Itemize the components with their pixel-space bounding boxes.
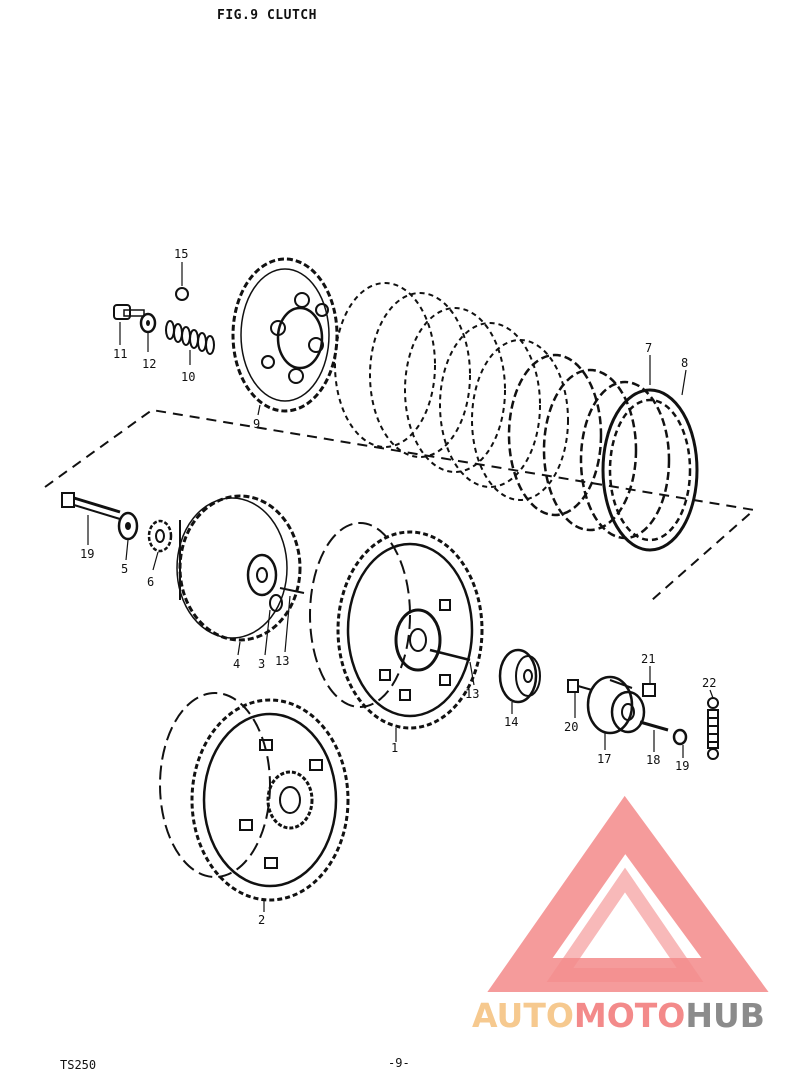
label-2: 2 — [258, 913, 265, 927]
part-10-spring — [165, 320, 215, 355]
label-3: 3 — [258, 657, 265, 671]
part-20-screw — [567, 679, 593, 693]
label-16: 15 — [174, 247, 188, 261]
label-1: 1 — [391, 741, 398, 755]
dashed-enclosure — [44, 408, 757, 601]
part-6-lock-washer — [147, 519, 173, 553]
label-10: 10 — [181, 370, 195, 384]
watermark-hub: HUB — [685, 996, 765, 1035]
label-11: 11 — [113, 347, 127, 361]
label-20: 20 — [564, 720, 578, 734]
part-14-bearing — [498, 648, 541, 704]
label-4: 4 — [233, 657, 240, 671]
label-13b: 13 — [465, 687, 479, 701]
label-17: 17 — [597, 752, 611, 766]
figure-title: FIG.9 CLUTCH — [217, 8, 317, 23]
part-9-pressure-plate — [231, 257, 339, 413]
part-1-housing — [309, 522, 484, 730]
part-22-spring — [707, 697, 719, 760]
label-14: 14 — [504, 715, 518, 729]
part-8-steel-plate — [601, 388, 699, 552]
watermark-logo-icon — [487, 795, 769, 992]
part-18-screw — [639, 720, 669, 732]
part-19-cap — [672, 728, 688, 746]
part-labels: 15 11 12 10 9 7 8 19 5 6 4 3 13 13 1 14 … — [80, 247, 716, 927]
label-21: 21 — [641, 652, 655, 666]
label-5: 5 — [121, 562, 128, 576]
label-19: 19 — [675, 759, 689, 773]
part-4-sleeve-hub — [176, 494, 302, 642]
label-13a: 13 — [275, 654, 289, 668]
label-15: 19 — [80, 547, 94, 561]
leader-lines — [87, 262, 714, 912]
part-16-cotter — [175, 287, 189, 301]
part-21-nut — [642, 683, 656, 697]
label-22: 22 — [702, 676, 716, 690]
part-11-bolt — [113, 304, 145, 320]
watermark-text: AUTOMOTOHUB — [472, 996, 765, 1035]
watermark-moto: MOTO — [573, 996, 686, 1035]
part-15-push-rod — [61, 492, 121, 520]
part-12-washer — [139, 312, 157, 334]
page-number: -9- — [388, 1056, 410, 1070]
part-17-release-body — [586, 675, 646, 735]
part-5-nut — [117, 511, 139, 541]
model-code: TS250 — [60, 1058, 97, 1072]
label-9: 9 — [253, 417, 260, 431]
label-18: 18 — [646, 753, 660, 767]
label-8: 8 — [681, 356, 688, 370]
label-12: 12 — [142, 357, 156, 371]
clutch-plate-stack — [334, 282, 671, 540]
part-2-housing-rear — [159, 692, 350, 902]
part-13-pin — [279, 587, 305, 594]
label-6: 6 — [147, 575, 154, 589]
label-7: 7 — [645, 341, 652, 355]
part-3-washer — [269, 594, 283, 612]
watermark-auto: AUTO — [472, 996, 574, 1035]
